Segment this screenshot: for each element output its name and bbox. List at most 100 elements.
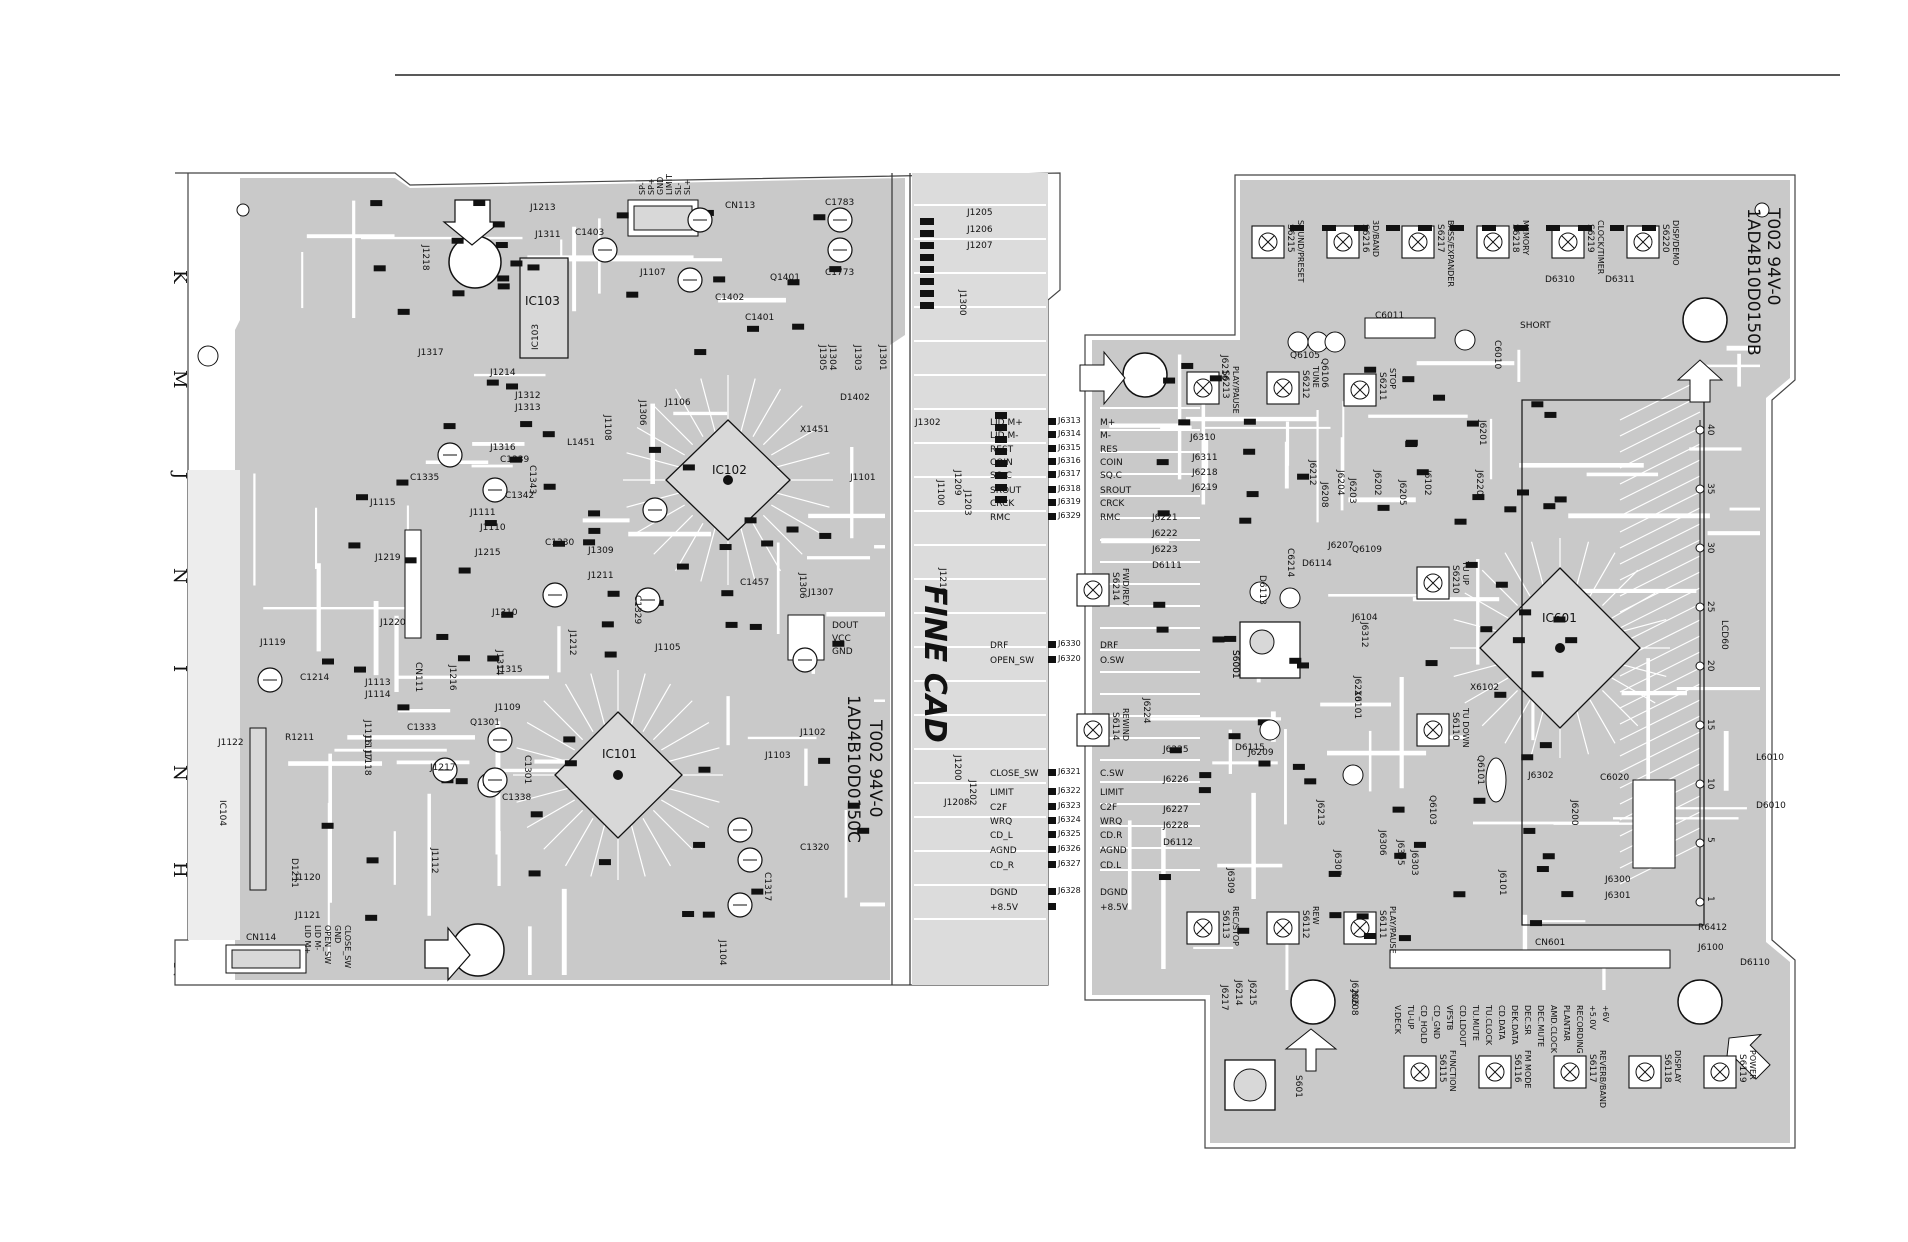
smd-part <box>370 200 383 207</box>
trace <box>564 818 594 867</box>
signal-pad <box>1048 418 1056 425</box>
component-label: J6303 <box>1409 849 1419 876</box>
component-label: J6307 <box>1332 849 1342 876</box>
smd-part <box>1418 225 1432 231</box>
component-label: J1306 <box>637 399 647 426</box>
smd-part <box>995 436 1007 443</box>
bottom-signal-label: RECORDING <box>1575 1005 1584 1054</box>
switch-function: FM MODE <box>1523 1050 1532 1088</box>
smd-part <box>1504 506 1517 513</box>
smd-part <box>598 859 611 866</box>
lcd-pin <box>1695 661 1705 671</box>
component-label: C1320 <box>800 843 829 853</box>
switch-label: S6210 <box>1450 565 1460 594</box>
cn111-connector: CN111 <box>404 529 423 692</box>
component-label: J1112 <box>429 847 439 874</box>
rb-mount-hole-right <box>1677 979 1723 1025</box>
component-label: Q1401 <box>770 273 800 283</box>
component-label: J6200 <box>1569 799 1579 826</box>
trace <box>1619 667 1701 709</box>
cn113-pin: SL- <box>674 183 683 195</box>
signal-label: COIN <box>990 458 1013 468</box>
trace <box>661 799 710 829</box>
smd-part <box>510 260 523 267</box>
smd-part <box>818 757 831 764</box>
component-label: D6115 <box>1235 743 1265 753</box>
smd-part <box>452 290 465 297</box>
signal-label: CD.R <box>1100 831 1122 841</box>
component-label: J1104 <box>717 939 727 966</box>
signal-pad <box>1048 903 1056 910</box>
component-label: D1211 <box>289 858 299 888</box>
component-label: J6203 <box>1347 477 1357 504</box>
cn601-label: CN601 <box>1535 938 1565 948</box>
component-label: J1108 <box>602 414 612 441</box>
switch-label: S6115 <box>1437 1054 1447 1083</box>
component-label: J1301 <box>877 344 887 371</box>
component-label: J6301 <box>1604 891 1631 901</box>
switch-label: S6217 <box>1435 224 1445 253</box>
component-label: J1220 <box>379 618 406 628</box>
bottom-signal-label: DEK.DATA <box>1510 1005 1519 1045</box>
cn113-pin: SP- <box>638 182 647 195</box>
trace <box>1602 690 1639 727</box>
component-label: J1209 <box>952 469 962 496</box>
cn111-label: CN111 <box>413 662 423 692</box>
smd-part <box>1243 448 1256 455</box>
smd-part <box>995 460 1007 467</box>
cn113-label: CN113 <box>725 201 755 211</box>
trace <box>674 388 704 437</box>
signal-label: RMC <box>990 513 1010 523</box>
smd-part <box>747 325 760 332</box>
signal-label: OPEN_SW <box>990 656 1034 666</box>
smd-part <box>1363 933 1376 940</box>
switch-label: S6117 <box>1587 1054 1597 1083</box>
component-label: J1310 <box>491 608 518 618</box>
smd-part <box>1512 637 1525 644</box>
signal-pad <box>1048 831 1056 838</box>
smd-part <box>451 237 464 244</box>
jumper-label: J6317 <box>1057 469 1081 478</box>
smd-part <box>751 888 764 895</box>
component-label: J1103 <box>764 751 791 761</box>
smd-part <box>1453 891 1466 898</box>
smd-part <box>1521 754 1534 761</box>
component-label: Q1301 <box>470 718 500 728</box>
switch-function: BASS/EXPANDER <box>1446 220 1455 287</box>
smd-part <box>1243 418 1256 425</box>
smd-part <box>1156 626 1169 633</box>
component-label: R6412 <box>1698 923 1727 933</box>
smd-part <box>1158 874 1171 881</box>
smd-part <box>1413 841 1426 848</box>
trace <box>1619 411 1701 453</box>
margin-letter: J <box>169 470 190 479</box>
trace <box>543 809 584 850</box>
jumper-label: J6319 <box>1057 497 1081 506</box>
smd-part <box>497 283 510 290</box>
trace <box>1619 555 1701 597</box>
jumper-label: J6329 <box>1057 511 1081 520</box>
smd-part <box>583 539 596 546</box>
bottom-signal-label: V.DECK <box>1393 1005 1402 1035</box>
smd-part <box>813 214 826 221</box>
component-label: J6217 <box>1219 984 1229 1011</box>
